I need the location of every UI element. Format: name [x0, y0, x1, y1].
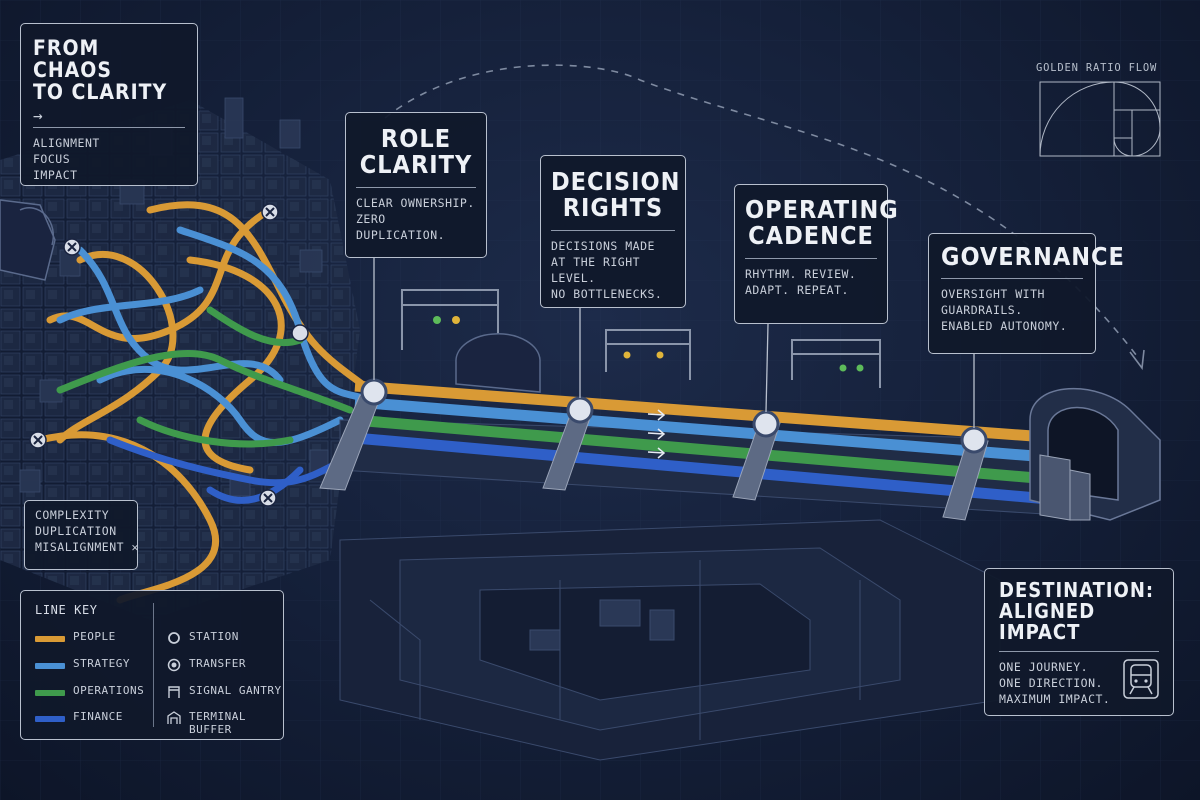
destination-title-line1: DESTINATION: — [999, 578, 1155, 602]
station-desc: ADAPT. REPEAT. — [745, 282, 849, 297]
legend-swatch-strategy — [35, 663, 65, 669]
transfer-icon — [167, 658, 181, 672]
legend-label: TERMINAL BUFFER — [189, 710, 246, 736]
intro-panel: FROM CHAOS TO CLARITY → ALIGNMENT FOCUS … — [20, 23, 198, 186]
station-title-line2: CADENCE — [748, 221, 874, 251]
flow-arc-arrowhead — [1129, 349, 1145, 371]
station-nodes — [360, 378, 988, 454]
golden-ratio-icon — [1039, 81, 1161, 157]
legend-label: FINANCE — [73, 710, 123, 723]
station-desc: CLEAR OWNERSHIP. — [356, 195, 475, 210]
station-divider — [551, 229, 675, 231]
conflict-x-marks — [33, 207, 275, 503]
tangled-lines — [36, 201, 374, 604]
legend-label: STATION — [189, 630, 239, 643]
station-title-line1: OPERATING — [745, 195, 899, 224]
station-desc: GUARDRAILS. — [941, 303, 1023, 318]
entry-tunnel — [0, 199, 56, 281]
station-title-line2: RIGHTS — [562, 193, 664, 223]
line-key-legend: LINE KEY PEOPLE STRATEGY OPERATIONS FINA… — [20, 590, 284, 740]
destination-desc: MAXIMUM IMPACT. — [999, 692, 1111, 706]
station-title-line1: GOVERNANCE — [941, 242, 1125, 271]
station-desc: RHYTHM. REVIEW. — [745, 266, 857, 281]
station-callout-operating-cadence: OPERATING CADENCE RHYTHM. REVIEW. ADAPT.… — [734, 184, 899, 324]
destination-desc: ONE DIRECTION. — [999, 676, 1103, 690]
callout-pointers — [373, 258, 975, 428]
signal-gantry-icon — [168, 686, 180, 698]
legend-label: SIGNAL GANTRY — [189, 684, 282, 697]
station-title-line1: ROLE — [380, 124, 452, 153]
station-divider — [745, 257, 877, 259]
chaos-item: MISALIGNMENT — [35, 540, 125, 554]
signal-gantries — [401, 289, 881, 388]
destination-desc: ONE JOURNEY. — [999, 660, 1089, 674]
chaos-item: DUPLICATION — [35, 524, 117, 538]
station-divider — [941, 278, 1083, 280]
intro-item: IMPACT — [33, 168, 78, 183]
station-desc: OVERSIGHT WITH — [941, 287, 1045, 302]
legend-label: TRANSFER — [189, 657, 246, 670]
intro-arrow-icon: → — [33, 106, 43, 126]
station-desc: ENABLED AUTONOMY. — [941, 319, 1068, 334]
legend-label: STRATEGY — [73, 657, 130, 670]
legend-label: PEOPLE — [73, 630, 116, 643]
golden-ratio-label: GOLDEN RATIO FLOW — [1036, 62, 1158, 74]
intro-title-line1: FROM CHAOS — [33, 36, 112, 83]
station-callout-decision-rights: DECISION RIGHTS DECISIONS MADE AT THE RI… — [540, 155, 686, 308]
station-divider — [356, 186, 476, 188]
station-title-line2: CLARITY — [359, 150, 473, 180]
chaos-item-row: MISALIGNMENT ✕ — [35, 539, 138, 555]
mid-tunnel — [455, 333, 541, 393]
intro-item: ALIGNMENT — [33, 136, 100, 151]
station-callout-role-clarity: ROLE CLARITY CLEAR OWNERSHIP. ZERO DUPLI… — [345, 112, 487, 258]
intro-divider — [33, 127, 185, 129]
destination-panel: DESTINATION: ALIGNED IMPACT ONE JOURNEY.… — [984, 568, 1174, 716]
chaos-item: COMPLEXITY — [35, 508, 110, 522]
station-callout-governance: GOVERNANCE OVERSIGHT WITH GUARDRAILS. EN… — [928, 233, 1125, 354]
destination-title-line2: ALIGNED IMPACT — [999, 599, 1096, 644]
close-icon: ✕ — [131, 540, 139, 554]
station-pylons — [319, 394, 989, 521]
station-desc: NO BOTTLENECKS. — [551, 286, 663, 301]
aligned-track — [339, 380, 1061, 516]
terminal-buffer — [1039, 454, 1091, 521]
legend-swatch-people — [35, 636, 65, 642]
station-desc: ZERO DUPLICATION. — [356, 211, 446, 242]
legend-label: OPERATIONS — [73, 684, 145, 697]
intro-title-line2: TO CLARITY — [33, 80, 168, 105]
chaos-note: COMPLEXITY DUPLICATION MISALIGNMENT ✕ — [24, 500, 138, 570]
station-title-line1: DECISION — [551, 167, 681, 196]
destination-divider — [999, 651, 1159, 652]
underground-structure — [339, 519, 1001, 761]
train-icon — [1123, 659, 1159, 699]
signal-lights — [433, 316, 864, 372]
legend-title: LINE KEY — [35, 603, 98, 617]
legend-divider — [153, 603, 154, 727]
legend-swatch-finance — [35, 716, 65, 722]
station-desc: DECISIONS MADE — [551, 238, 655, 253]
terminal-buffer-icon — [167, 711, 181, 724]
station-icon — [168, 632, 180, 644]
legend-swatch-operations — [35, 690, 65, 696]
station-desc: AT THE RIGHT LEVEL. — [551, 254, 641, 285]
intro-item: FOCUS — [33, 152, 71, 167]
